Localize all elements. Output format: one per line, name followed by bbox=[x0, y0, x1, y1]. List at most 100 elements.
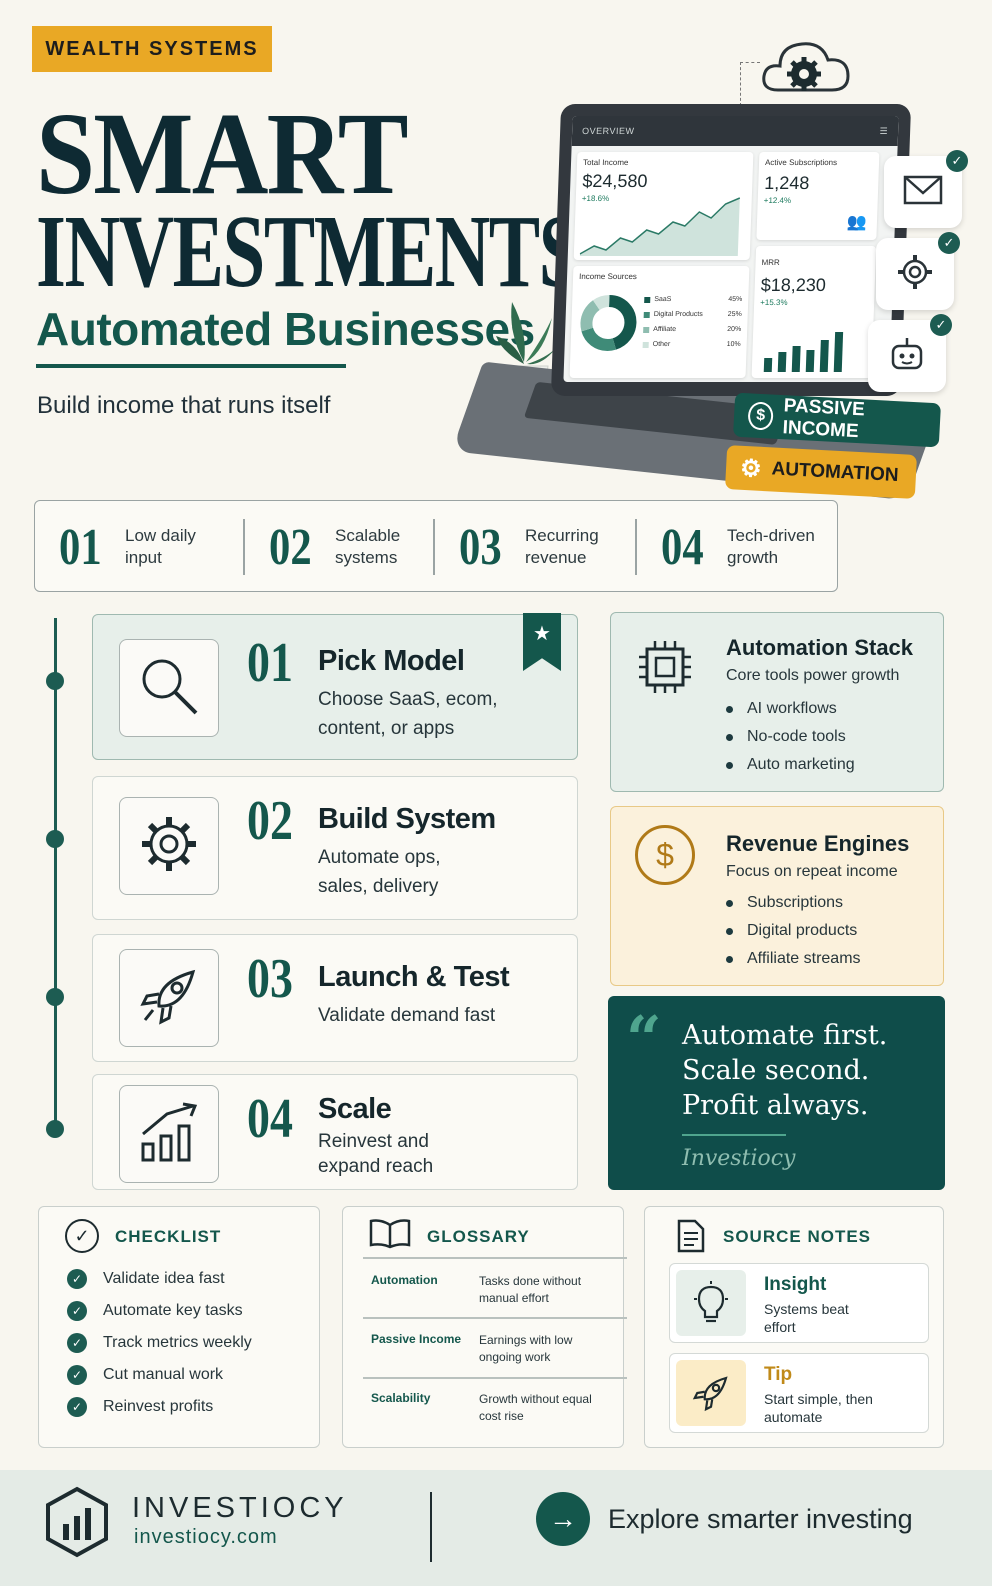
check-icon: ✓ bbox=[67, 1397, 87, 1417]
divider bbox=[635, 519, 637, 575]
check-icon: ✓ bbox=[67, 1269, 87, 1289]
legend-label: Other bbox=[652, 341, 671, 348]
mrr-label: MRR bbox=[761, 258, 780, 267]
quote-mark-icon: “ bbox=[626, 1002, 662, 1075]
step-number: 01 bbox=[247, 632, 293, 694]
step-description: Automate ops, sales, delivery bbox=[318, 847, 441, 897]
automation-stack-panel: Automation Stack Core tools power growth… bbox=[610, 612, 944, 792]
step-card-build-system[interactable]: 02 Build System Automate ops, sales, del… bbox=[92, 776, 578, 920]
timeline-dot bbox=[46, 1120, 64, 1138]
list-item: Digital products bbox=[726, 917, 861, 945]
step-card-launch-test[interactable]: 03 Launch & Test Validate demand fast bbox=[92, 934, 578, 1062]
glossary-definition: Growth without equal cost rise bbox=[479, 1392, 592, 1423]
dollar-icon: $ bbox=[747, 401, 774, 431]
quote-card: “ Automate first. Scale second. Profit a… bbox=[608, 996, 945, 1190]
robot-icon bbox=[887, 334, 927, 379]
brand-logo-icon bbox=[44, 1486, 110, 1563]
checklist-card: ✓ CHECKLIST ✓Validate idea fast ✓Automat… bbox=[38, 1206, 320, 1448]
gear-icon: ⚙ bbox=[739, 454, 763, 483]
list-item: AI workflows bbox=[726, 695, 855, 723]
timeline-dot bbox=[46, 830, 64, 848]
note-title: Insight bbox=[764, 1274, 827, 1295]
robot-tile: ✓ bbox=[868, 314, 952, 392]
rocket-icon bbox=[137, 964, 201, 1033]
card-title: GLOSSARY bbox=[427, 1227, 530, 1246]
quote-divider bbox=[682, 1134, 786, 1136]
gear-icon bbox=[895, 252, 935, 297]
checklist-item: ✓ Automate key tasks bbox=[67, 1299, 243, 1323]
checklist-label: Reinvest profits bbox=[103, 1398, 214, 1415]
panel-subtitle: Core tools power growth bbox=[726, 667, 900, 684]
automation-stack-list: AI workflows No-code tools Auto marketin… bbox=[726, 695, 855, 779]
revenue-engines-panel: $ Revenue Engines Focus on repeat income… bbox=[610, 806, 944, 986]
benefit-item: 02 Scalable systems bbox=[269, 515, 415, 579]
list-item: No-code tools bbox=[726, 723, 855, 751]
arrow-right-icon[interactable]: → bbox=[536, 1492, 590, 1546]
category-tag: WEALTH SYSTEMS bbox=[32, 26, 272, 72]
legend-value: 20% bbox=[727, 326, 742, 333]
step-icon-box bbox=[119, 639, 219, 737]
source-notes-card: SOURCE NOTES Insight Systems beat effort… bbox=[644, 1206, 944, 1448]
step-title: Scale bbox=[318, 1093, 392, 1125]
step-icon-box bbox=[119, 1085, 219, 1183]
benefit-label: Scalable systems bbox=[335, 526, 401, 567]
benefit-label: Tech-driven growth bbox=[727, 526, 815, 567]
mrr-bar-chart bbox=[763, 332, 844, 372]
checklist-label: Automate key tasks bbox=[103, 1302, 243, 1319]
step-number: 02 bbox=[247, 790, 293, 852]
step-title: Launch & Test bbox=[318, 961, 510, 993]
laptop-screen: OVERVIEW☰ Total Income $24,580 +18.6% Ac… bbox=[550, 104, 912, 396]
legend-item: Affiliate 20% bbox=[643, 322, 742, 337]
step-icon-box bbox=[119, 797, 219, 895]
checklist-item: ✓Validate idea fast bbox=[67, 1267, 225, 1291]
bookmark-star-icon: ★ bbox=[523, 613, 561, 671]
glossary-card: GLOSSARY Automation Tasks done without m… bbox=[342, 1206, 627, 1448]
open-book-icon bbox=[369, 1219, 411, 1254]
users-icon: 👥 bbox=[846, 214, 868, 231]
subtitle-underline bbox=[36, 364, 346, 368]
divider bbox=[433, 519, 435, 575]
dollar-coin-icon: $ bbox=[635, 825, 695, 885]
mrr-value: $18,230 bbox=[760, 275, 827, 295]
benefit-number: 02 bbox=[269, 518, 312, 576]
checklist-item: ✓Cut manual work bbox=[67, 1363, 223, 1387]
connector-line bbox=[740, 62, 760, 106]
growth-chart-icon bbox=[137, 1100, 201, 1169]
lightbulb-icon bbox=[676, 1270, 746, 1336]
income-sources-label: Income Sources bbox=[578, 272, 638, 281]
total-income-value: $24,580 bbox=[582, 171, 648, 191]
legend-label: Digital Products bbox=[653, 311, 703, 318]
step-card-pick-model[interactable]: 01 Pick Model Choose SaaS, ecom, content… bbox=[92, 613, 578, 760]
gear-icon bbox=[138, 813, 200, 880]
revenue-engines-list: Subscriptions Digital products Affiliate… bbox=[726, 889, 861, 973]
divider bbox=[243, 519, 245, 575]
check-circle-icon: ✓ bbox=[65, 1219, 99, 1253]
check-icon: ✓ bbox=[67, 1365, 87, 1385]
page-title-line1: SMART bbox=[36, 88, 409, 219]
envelope-icon bbox=[903, 175, 943, 210]
page-subtitle: Automated Businesses bbox=[36, 303, 535, 355]
check-icon: ✓ bbox=[67, 1333, 87, 1353]
check-badge-icon: ✓ bbox=[946, 150, 968, 172]
tip-note: Tip Start simple, then automate bbox=[669, 1353, 929, 1433]
step-description: Choose SaaS, ecom, content, or apps bbox=[318, 689, 498, 739]
glossary-term: Automation bbox=[371, 1273, 438, 1287]
insight-note: Insight Systems beat effort bbox=[669, 1263, 929, 1343]
legend-label: Affiliate bbox=[653, 326, 677, 333]
legend-swatch bbox=[644, 296, 651, 303]
cta-label: Explore smarter investing bbox=[608, 1503, 913, 1534]
step-card-scale[interactable]: 04 Scale Reinvest and expand reach bbox=[92, 1074, 578, 1190]
benefit-number: 01 bbox=[59, 518, 102, 576]
divider bbox=[363, 1317, 627, 1319]
brand-url[interactable]: investiocy.com bbox=[134, 1526, 278, 1548]
legend-swatch bbox=[643, 311, 650, 318]
check-icon: ✓ bbox=[67, 1301, 87, 1321]
panel-title: Automation Stack bbox=[726, 635, 914, 660]
explore-cta[interactable]: → Explore smarter investing bbox=[536, 1490, 913, 1548]
legend-value: 10% bbox=[726, 341, 741, 348]
quote-line: Automate first. bbox=[682, 1020, 888, 1051]
menu-icon[interactable]: ☰ bbox=[879, 125, 889, 136]
timeline-dot bbox=[46, 672, 64, 690]
